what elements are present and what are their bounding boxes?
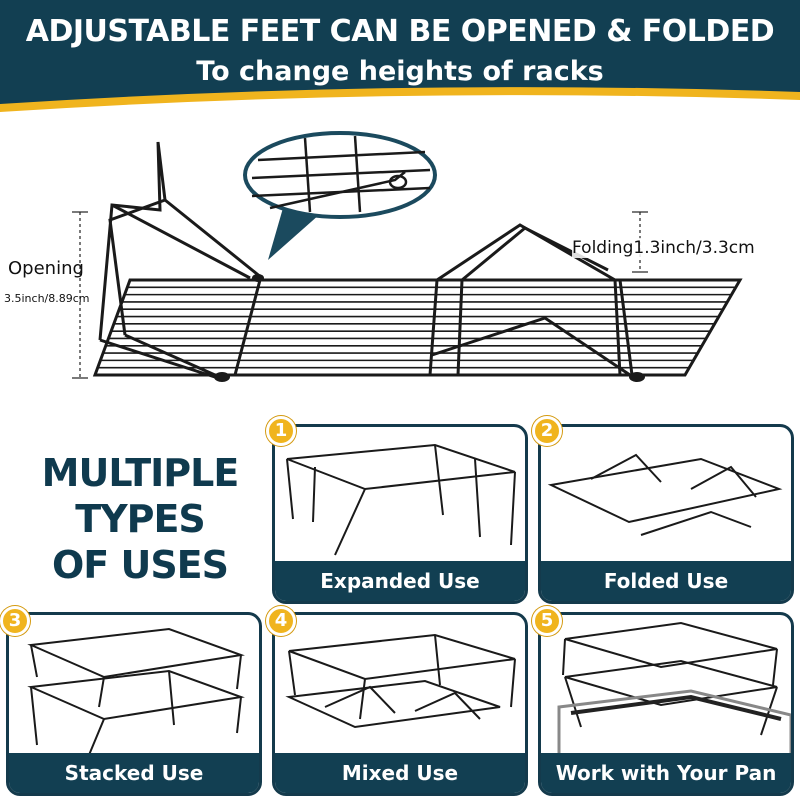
panel-folded-use: Folded Use: [538, 424, 794, 604]
panel-caption: Expanded Use: [275, 561, 525, 601]
panel-stacked-use: Stacked Use: [6, 612, 262, 796]
panel-caption: Work with Your Pan: [541, 753, 791, 793]
headline: ADJUSTABLE FEET CAN BE OPENED & FOLDED: [25, 14, 775, 49]
mixed-rack-icon: [285, 633, 516, 729]
panel-expanded-use: Expanded Use: [272, 424, 528, 604]
stacked-rack-icon: [27, 627, 245, 756]
panel-pan-use: Work with Your Pan: [538, 612, 794, 796]
uses-title-line: OF USES: [51, 543, 229, 587]
subheadline: To change heights of racks: [196, 56, 604, 87]
opening-measurement: 3.5inch/8.89cm: [4, 292, 90, 305]
expanded-rack-icon: [286, 443, 516, 556]
uses-title: MULTIPLE TYPES OF USES: [20, 450, 260, 588]
uses-title-line: TYPES: [75, 497, 206, 541]
panel-caption: Mixed Use: [275, 753, 525, 793]
step-badge: 2: [532, 416, 562, 446]
folded-rack-icon: [547, 453, 783, 536]
panel-caption: Folded Use: [541, 561, 791, 601]
cooling-rack-icon: [72, 131, 743, 382]
panel-mixed-use: Mixed Use: [272, 612, 528, 796]
step-badge: 4: [266, 606, 296, 636]
step-badge: 3: [0, 606, 30, 636]
step-badge: 1: [266, 416, 296, 446]
magnifier-callout-icon: [243, 131, 437, 260]
uses-title-line: MULTIPLE: [41, 451, 240, 495]
banner-background: [0, 0, 800, 112]
folding-measurement: Folding1.3inch/3.3cm: [572, 238, 755, 258]
opening-label: Opening: [8, 258, 84, 279]
step-badge: 5: [532, 606, 562, 636]
panel-caption: Stacked Use: [9, 753, 259, 793]
header-banner: ADJUSTABLE FEET CAN BE OPENED & FOLDED T…: [0, 0, 800, 130]
hero-illustration: Opening 3.5inch/8.89cm Folding1.3inch/3.…: [0, 130, 800, 415]
rack-with-pan-icon: [557, 621, 791, 757]
